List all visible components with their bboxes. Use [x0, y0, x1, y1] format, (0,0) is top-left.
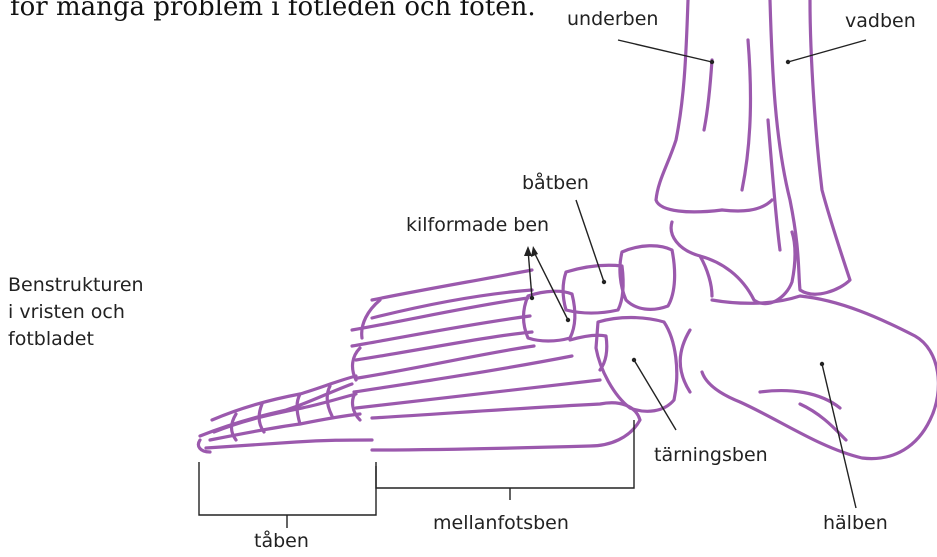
leader-vadben: [788, 40, 866, 62]
bone-outlines: [198, 0, 937, 459]
caption-line-2: i vristen och: [8, 299, 144, 326]
bracket-mellanfotsben: [376, 420, 634, 500]
cuneiform-1: [563, 265, 623, 313]
caption-line-3: fotbladet: [8, 326, 144, 353]
fibula-outline: [770, 0, 850, 294]
navicular-outline: [620, 246, 675, 310]
label-underben: underben: [567, 8, 658, 30]
label-mellanfotsben: mellanfotsben: [433, 512, 569, 534]
label-halben: hälben: [823, 512, 888, 534]
label-tarningsben: tärningsben: [654, 444, 768, 466]
label-batben: båtben: [522, 172, 589, 194]
metatarsal-4: [354, 356, 600, 408]
calcaneus-outline: [702, 296, 937, 459]
figure-caption: Benstrukturen i vristen och fotbladet: [8, 272, 144, 353]
bracket-taben: [199, 462, 376, 528]
caption-line-1: Benstrukturen: [8, 272, 144, 299]
talus-outline: [671, 222, 795, 304]
label-vadben: vadben: [845, 10, 916, 32]
leader-halben: [822, 364, 856, 508]
phalanges-outline: [200, 376, 372, 448]
metatarsal-3: [356, 332, 534, 378]
tibia-outline: [656, 0, 722, 212]
leader-underben: [618, 40, 712, 62]
metatarsal-5: [372, 403, 640, 450]
label-kilformade-ben: kilformade ben: [406, 214, 549, 236]
label-taben: tåben: [254, 530, 309, 552]
metatarsal-2: [352, 298, 530, 346]
